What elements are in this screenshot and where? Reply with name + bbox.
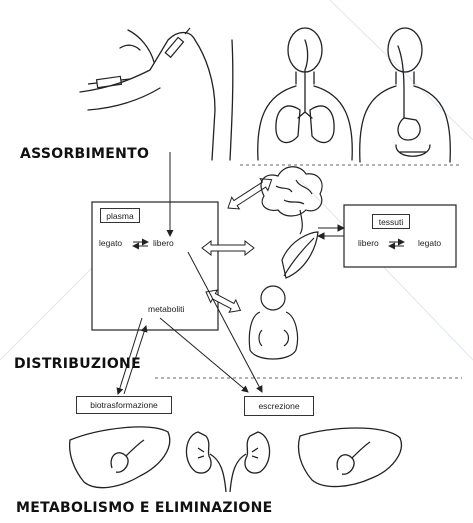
adipose-exchange-arrow bbox=[205, 289, 242, 313]
lungs-illustration bbox=[257, 27, 353, 161]
adipose-body-icon bbox=[248, 285, 299, 360]
to-excretion-arrow-from-metabolites bbox=[159, 317, 249, 393]
excretion-box: escrezione bbox=[244, 396, 314, 416]
biotransformation-box: biotrasformazione bbox=[76, 396, 172, 414]
liver-left-illustration bbox=[68, 426, 171, 489]
tissues-free-label: libero bbox=[358, 238, 379, 248]
kidneys-illustration bbox=[185, 431, 271, 493]
injection-body-illustration bbox=[79, 29, 234, 161]
digestive-tract-illustration bbox=[359, 27, 451, 163]
absorption-title: ASSORBIMENTO bbox=[20, 146, 150, 162]
tissues-bound-label: legato bbox=[418, 238, 442, 248]
plasma-label: plasma bbox=[100, 208, 140, 223]
bound-free-arrows-tissues bbox=[388, 238, 405, 250]
tissues-label: tessuti bbox=[372, 214, 410, 229]
metabolites-label: metaboliti bbox=[148, 304, 185, 314]
plasma-bound-label: legato bbox=[99, 238, 123, 248]
plasma-free-label: libero bbox=[153, 238, 174, 248]
organ-exchange-arrow bbox=[201, 239, 255, 257]
bound-free-arrows-plasma bbox=[132, 238, 149, 250]
to-excretion-arrow-from-free bbox=[187, 251, 263, 393]
leaf-organ-icon bbox=[281, 231, 319, 279]
distribution-title: DISTRIBUZIONE bbox=[14, 356, 141, 372]
to-biotransformation-arrows bbox=[116, 317, 148, 395]
syringe-shoulder bbox=[164, 27, 191, 59]
syringe-arm bbox=[87, 75, 131, 89]
brain-exchange-arrow bbox=[227, 178, 273, 210]
liver-right-illustration bbox=[297, 427, 402, 488]
plasma-compartment bbox=[91, 201, 219, 331]
plasma-tissues-transfer-arrows bbox=[316, 224, 346, 240]
metabolism-elimination-title: METABOLISMO E ELIMINAZIONE bbox=[16, 500, 273, 516]
brain-icon bbox=[260, 166, 323, 235]
